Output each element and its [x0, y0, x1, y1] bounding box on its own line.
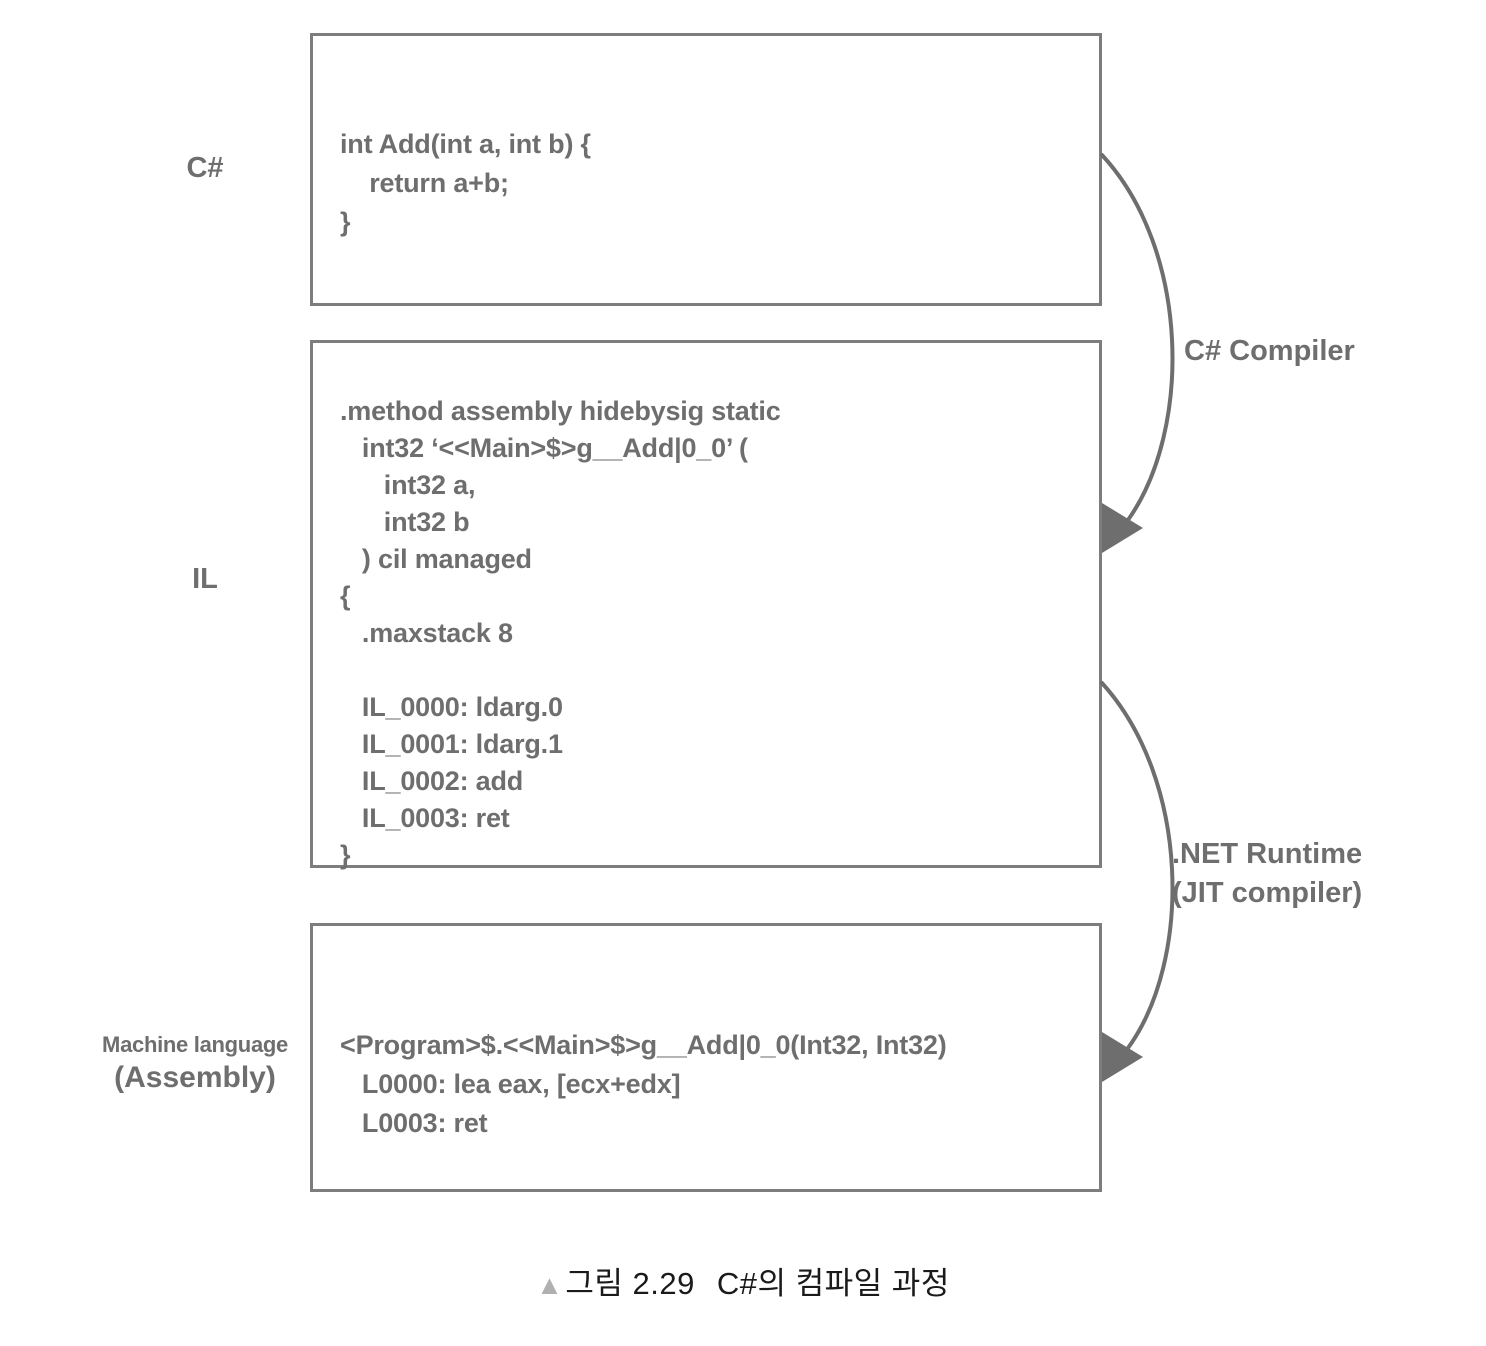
stage-label-il: IL [192, 563, 218, 595]
caption-title: C#의 컴파일 과정 [716, 1266, 950, 1301]
stage-label-assembly-main: Machine language [102, 1032, 288, 1057]
stage-label-assembly: Machine language (Assembly) [80, 1031, 310, 1097]
compiler-arrow [1100, 153, 1175, 553]
il-code-box: .method assembly hidebysig static int32 … [310, 340, 1102, 870]
assembly-code-box: <Program>$.<<Main>$>g__Add|0_0(Int32, In… [310, 923, 1102, 1192]
stage-label-assembly-sub: (Assembly) [114, 1061, 276, 1094]
csharp-code-box: int Add(int a, int b) { return a+b; } [310, 33, 1102, 306]
csharp-code-text: int Add(int a, int b) { return a+b; } [340, 129, 591, 237]
stage-label-csharp: C# [186, 152, 224, 184]
process-label-csharp-compiler: C# Compiler [1184, 335, 1355, 367]
process-label-dotnet-runtime: .NET Runtime (JIT compiler) [1172, 838, 1363, 909]
caption-triangle-icon: ▲ [536, 1270, 564, 1300]
il-code-text: .method assembly hidebysig static int32 … [340, 396, 781, 870]
caption-number: 그림 2.29 [565, 1266, 695, 1301]
figure-caption: ▲그림 2.29 C#의 컴파일 과정 [0, 1258, 1486, 1303]
assembly-code-text: <Program>$.<<Main>$>g__Add|0_0(Int32, In… [340, 1030, 947, 1138]
runtime-arrow [1100, 681, 1175, 1082]
